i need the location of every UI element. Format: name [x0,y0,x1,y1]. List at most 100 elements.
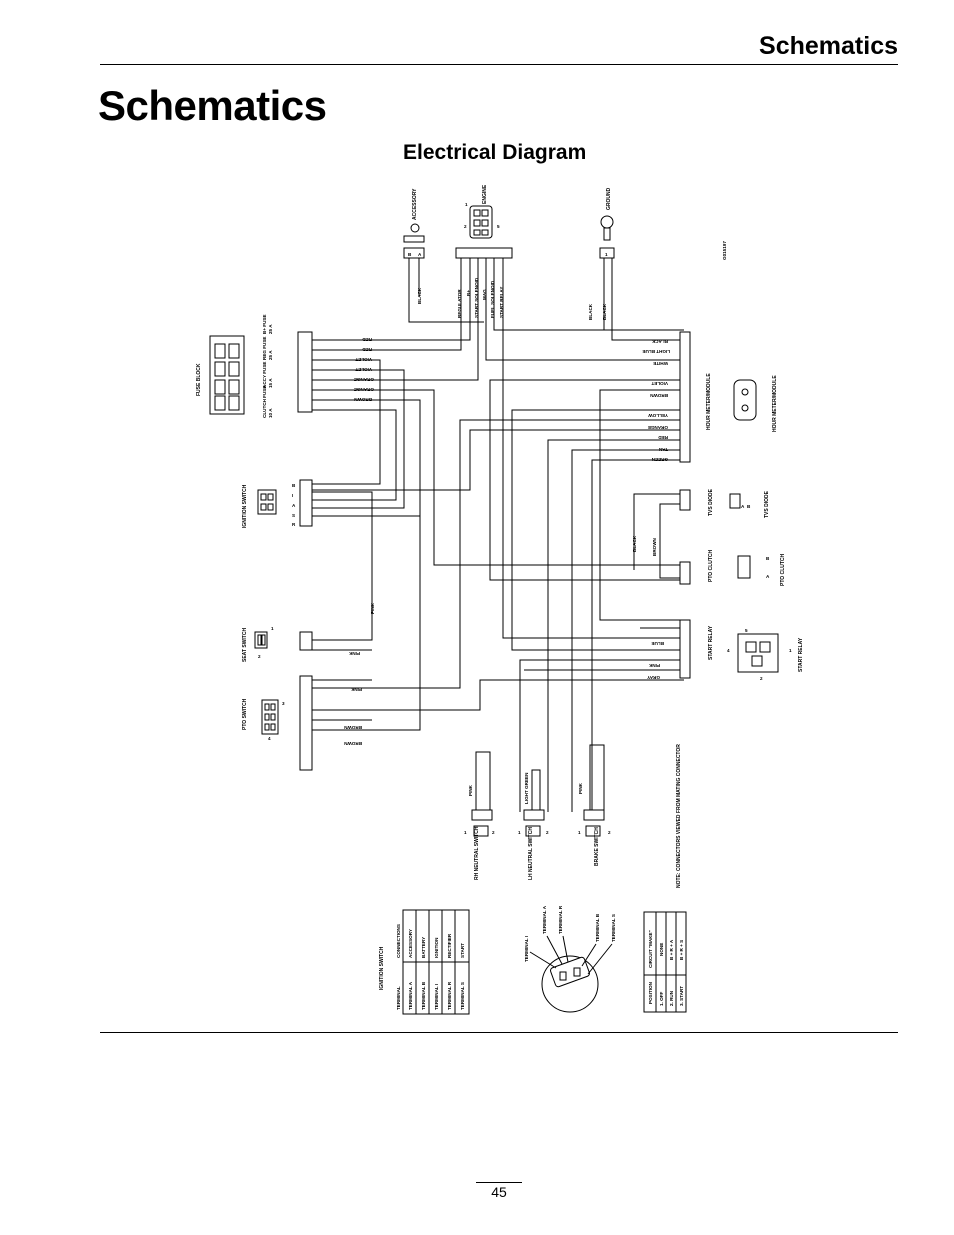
svg-text:ACCY FUSE: ACCY FUSE [262,362,267,388]
svg-text:GRAY: GRAY [647,675,660,680]
svg-text:LIGHT GREEN: LIGHT GREEN [524,772,529,804]
svg-text:ACCESSORY: ACCESSORY [412,188,418,220]
svg-text:B+: B+ [466,290,471,296]
svg-text:B: B [408,252,412,257]
svg-text:TERMINAL I: TERMINAL I [524,936,529,962]
svg-text:CIRCUIT "MAKE": CIRCUIT "MAKE" [648,930,653,968]
svg-text:PINK: PINK [350,687,362,692]
svg-text:1: 1 [518,830,521,835]
svg-text:START SOLENOID: START SOLENOID [474,277,479,318]
svg-text:MAG: MAG [482,289,487,300]
svg-text:TAN: TAN [658,447,668,452]
svg-text:1: 1 [465,202,468,207]
svg-text:BLACK: BLACK [651,339,668,344]
svg-text:4: 4 [268,736,271,741]
svg-text:A: A [418,252,422,257]
svg-text:1: 1 [271,626,274,631]
svg-text:B + R + S: B + R + S [679,940,684,960]
svg-text:IGNITION SWITCH: IGNITION SWITCH [379,946,385,990]
svg-text:3: 3 [282,701,285,706]
svg-text:PTO SWITCH: PTO SWITCH [242,698,248,730]
seat-switch: SEAT SWITCH 1 2 PINK [242,626,360,662]
svg-text:RED: RED [362,347,372,352]
svg-text:START RELAY: START RELAY [798,637,804,672]
svg-text:GROUND: GROUND [606,187,612,210]
svg-text:B: B [747,504,751,509]
svg-text:PINK: PINK [370,602,375,614]
svg-text:2: 2 [258,654,261,659]
svg-text:B: B [766,556,770,561]
svg-text:START: START [460,943,465,958]
svg-text:IGNITION: IGNITION [434,937,439,958]
svg-text:LIGHT BLUE: LIGHT BLUE [642,349,670,354]
svg-text:TVS DIODE: TVS DIODE [764,490,770,518]
svg-text:POSITION: POSITION [648,981,653,1004]
svg-text:ACCESSORY: ACCESSORY [408,929,413,958]
svg-text:A: A [766,574,770,579]
svg-text:2: 2 [464,224,467,229]
svg-text:TERMINAL S: TERMINAL S [460,982,465,1010]
svg-text:1. OFF: 1. OFF [659,992,664,1006]
svg-text:BLACK: BLACK [588,303,593,320]
fuse-wire-labels: RED RED VIOLET VIOLET ORANGE ORANGE BROW… [353,337,374,402]
svg-text:TERMINAL B: TERMINAL B [421,981,426,1010]
svg-text:HOUR METER/MODULE: HOUR METER/MODULE [772,375,778,432]
svg-text:RED: RED [658,435,668,440]
svg-text:BLACK: BLACK [602,303,607,320]
svg-text:BLACK: BLACK [632,535,637,552]
svg-text:25 A: 25 A [268,350,273,360]
svg-text:1: 1 [789,648,792,653]
svg-text:ORANGE: ORANGE [354,377,374,382]
brake-switch: PINK BRAKE SWITCH 1 2 [578,782,611,866]
svg-text:PINK: PINK [468,784,473,796]
svg-text:BROWN: BROWN [649,393,668,398]
svg-text:FUEL SOLENOID: FUEL SOLENOID [490,280,495,318]
svg-text:BROWN: BROWN [652,537,657,556]
connector-note: NOTE: CONNECTORS VIEWED FROM MATING CONN… [676,744,682,888]
svg-text:A: A [292,503,296,508]
svg-text:PINK: PINK [348,651,360,656]
svg-text:PTO CLUTCH: PTO CLUTCH [780,553,786,586]
svg-text:2: 2 [608,830,611,835]
svg-text:NONE: NONE [659,943,664,956]
svg-text:VIOLET: VIOLET [651,381,668,386]
svg-text:ORANGE: ORANGE [354,387,374,392]
svg-text:ORANGE: ORANGE [648,425,668,430]
svg-text:1: 1 [578,830,581,835]
svg-text:10 A: 10 A [268,408,273,418]
lh-neutral-switch: LIGHT GREEN LH NEUTRAL SWITCH 1 2 [518,772,549,880]
svg-text:BATTERY: BATTERY [421,937,426,958]
svg-text:A: A [741,504,745,509]
svg-text:BRAKE SWITCH: BRAKE SWITCH [594,827,600,866]
svg-text:25 A: 25 A [268,324,273,334]
svg-text:TVS DIODE: TVS DIODE [708,488,714,516]
svg-text:GREEN: GREEN [651,457,668,462]
svg-text:1: 1 [605,252,608,257]
svg-text:START RELAY: START RELAY [499,287,504,318]
svg-text:RED: RED [362,337,372,342]
svg-text:PINK: PINK [648,663,660,668]
ignition-key-switch: TERMINAL I TERMINAL A TERMINAL R TERMINA… [524,905,616,1013]
svg-text:CLUTCH FUSE: CLUTCH FUSE [262,386,267,418]
section-header: Schematics [759,32,898,60]
svg-text:ENGINE: ENGINE [482,184,488,204]
svg-text:3. START: 3. START [679,986,684,1006]
accessory-connector: B A ACCESSORY [403,188,425,259]
svg-text:5: 5 [497,224,500,229]
page-number: 45 [491,1184,507,1200]
svg-text:1: 1 [464,830,467,835]
svg-text:REG FUSE: REG FUSE [262,337,267,360]
svg-text:VIOLET: VIOLET [355,367,372,372]
page-number-rule [476,1182,522,1183]
svg-text:BROWN: BROWN [343,741,362,746]
svg-text:2: 2 [492,830,495,835]
rh-neutral-switch: PINK RH NEUTRAL SWITCH 1 2 [464,784,495,880]
svg-text:5: 5 [745,628,748,633]
svg-text:I: I [292,493,293,498]
svg-text:PTO CLUTCH: PTO CLUTCH [708,549,714,582]
svg-text:BLACK: BLACK [417,287,422,304]
svg-text:TERMINAL I: TERMINAL I [434,984,439,1010]
svg-text:TERMINAL A: TERMINAL A [542,905,547,934]
header-rule [100,64,898,65]
